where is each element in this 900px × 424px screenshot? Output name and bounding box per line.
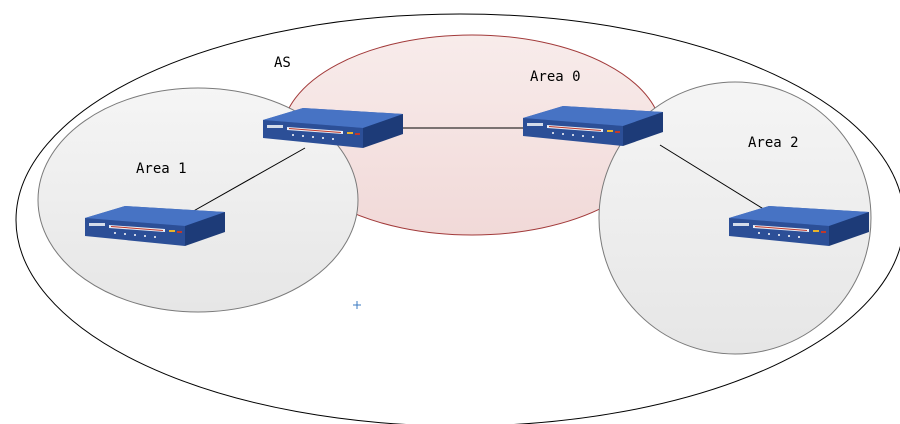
area2-label: Area 2 [748, 135, 799, 151]
area1-label: Area 1 [136, 161, 187, 177]
area0-label: Area 0 [530, 69, 581, 85]
as-label: AS [274, 55, 291, 71]
crosshair-icon [353, 301, 361, 309]
